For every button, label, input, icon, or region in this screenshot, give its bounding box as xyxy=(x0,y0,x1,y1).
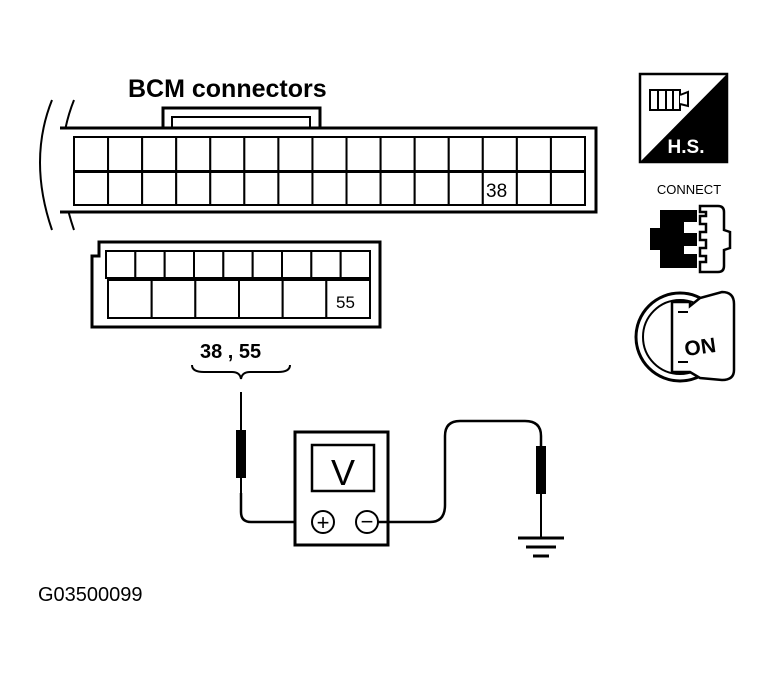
connector-pin xyxy=(209,171,246,206)
diagram-title: BCM connectors xyxy=(128,75,327,103)
connector-pin xyxy=(379,171,416,206)
negative-lead xyxy=(378,419,543,524)
connector-pin xyxy=(209,136,246,172)
connector-pin xyxy=(238,279,284,319)
connector-pin xyxy=(345,171,382,206)
connector-pin xyxy=(447,171,484,206)
connector-pin xyxy=(134,250,166,279)
connector-pin xyxy=(243,171,280,206)
negative-probe xyxy=(378,419,564,558)
connector-pin xyxy=(325,279,372,319)
voltmeter-display xyxy=(310,443,376,493)
ground-symbol xyxy=(518,536,564,558)
pin-label-55: 55 xyxy=(336,293,355,312)
connector-pin xyxy=(141,136,178,172)
connector-pin xyxy=(379,136,416,172)
connector-pin xyxy=(150,279,197,319)
connect-icon: CONNECT xyxy=(650,182,732,274)
connect-label: CONNECT xyxy=(657,182,721,197)
harness-side-icon: H.S. xyxy=(638,72,729,164)
positive-terminal xyxy=(311,510,335,534)
connector-pin xyxy=(413,171,450,206)
small-pin-grid xyxy=(105,250,372,319)
connector-pin xyxy=(194,279,240,319)
connector-pin xyxy=(311,136,348,172)
hs-label: H.S. xyxy=(668,137,705,158)
connector-pin xyxy=(107,171,144,206)
connector-pin xyxy=(251,250,284,279)
connector-pin xyxy=(105,250,137,279)
connector-pin xyxy=(107,279,153,319)
connector-pin xyxy=(515,136,552,172)
connector-pin xyxy=(515,171,552,206)
connector-pin xyxy=(549,136,587,172)
connector-pin xyxy=(73,171,110,206)
connector-pin xyxy=(193,250,225,279)
bcm-connector-large: 38 xyxy=(39,99,598,231)
connector-pin xyxy=(163,250,196,279)
ignition-label: ON xyxy=(683,334,717,361)
connector-pin xyxy=(310,250,342,279)
connector-pin xyxy=(281,250,313,279)
negative-symbol: − xyxy=(361,509,374,534)
connector-pin xyxy=(175,171,212,206)
connector-pin xyxy=(447,136,484,172)
ignition-on-icon: ON xyxy=(634,290,736,383)
connector-pin xyxy=(222,250,254,279)
voltmeter-symbol: V xyxy=(331,452,355,493)
measure-label: 38 , 55 xyxy=(200,341,261,363)
connector-pin xyxy=(175,136,212,172)
connector-pin xyxy=(243,136,280,172)
positive-symbol: + xyxy=(317,510,330,535)
pin-label-38: 38 xyxy=(486,181,507,202)
bcm-connector-small: 55 xyxy=(90,240,382,329)
positive-lead xyxy=(239,493,312,524)
connector-pin xyxy=(481,136,518,172)
connector-pin xyxy=(413,136,450,172)
large-pin-grid xyxy=(73,136,587,206)
connector-pin xyxy=(107,136,144,172)
measure-brace xyxy=(191,364,291,380)
connector-pin xyxy=(141,171,178,206)
connector-pin xyxy=(281,279,328,319)
connector-pin xyxy=(339,250,371,279)
connector-pin xyxy=(277,171,314,206)
positive-probe xyxy=(236,392,312,524)
connector-pin xyxy=(549,171,587,206)
voltmeter: V + − xyxy=(293,430,390,547)
connector-pin xyxy=(73,136,110,172)
cut-mark-outer xyxy=(39,99,53,231)
figure-id: G03500099 xyxy=(38,584,143,606)
connector-pin xyxy=(311,171,348,206)
connector-pin xyxy=(277,136,314,172)
connector-pin xyxy=(345,136,382,172)
